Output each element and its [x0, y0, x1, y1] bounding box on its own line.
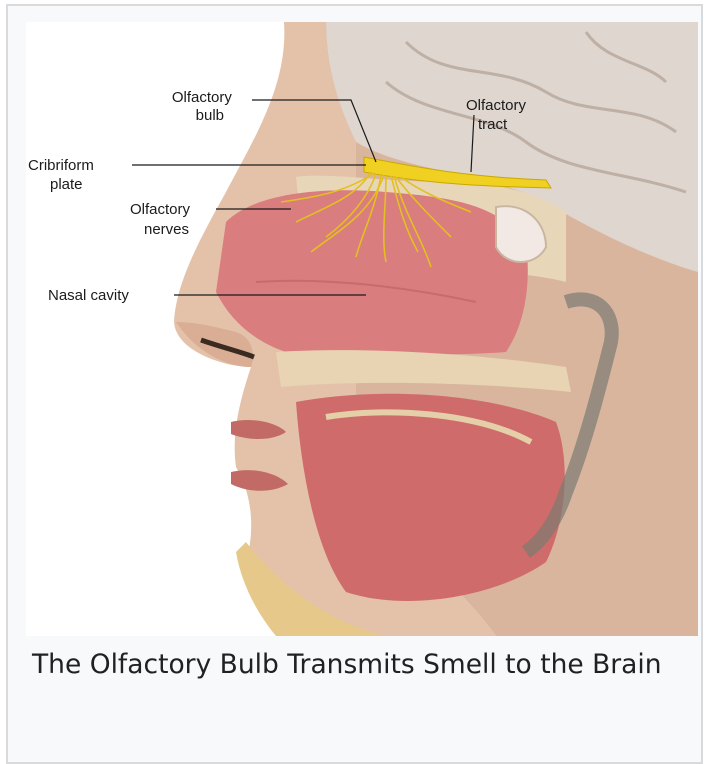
image-caption: The Olfactory Bulb Transmits Smell to th…: [32, 644, 692, 686]
nasal-cavity-region: [216, 190, 528, 354]
anatomy-illustration: Olfactory bulb Olfactory tract Cribrifor…: [26, 22, 698, 636]
image-card: Olfactory bulb Olfactory tract Cribrifor…: [6, 4, 703, 764]
tongue: [296, 394, 565, 601]
head-cross-section-drawing: Olfactory bulb Olfactory tract Cribrifor…: [26, 22, 698, 636]
nasal-cavity-label: Nasal cavity: [48, 287, 129, 304]
